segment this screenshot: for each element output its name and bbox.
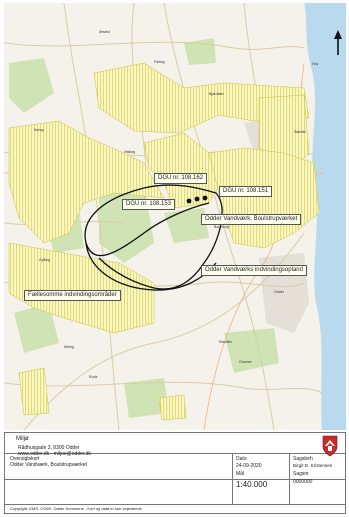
label-waterworks: Odder Vandværk, Boulstrupværket xyxy=(201,214,302,225)
caseworker-value: Birgit D. Kristensen xyxy=(293,463,333,468)
north-arrow-icon xyxy=(334,30,342,55)
well-marker-153[interactable] xyxy=(186,198,192,204)
scale-value: 1:40.000 xyxy=(236,480,268,489)
place-name: Gylling xyxy=(39,258,50,262)
sea-area xyxy=(304,3,346,430)
well-marker-151[interactable] xyxy=(202,195,208,201)
place-name: Bjørnkær xyxy=(209,92,225,96)
date-value: 24-09-2020 xyxy=(236,463,262,469)
forest-area xyxy=(124,378,169,418)
scale-label: Mål xyxy=(236,471,245,477)
hatched-area-south xyxy=(158,394,187,421)
place-name: Ørting xyxy=(64,345,74,349)
web-contact[interactable]: www.odder.dk - miljoe@odder.dk xyxy=(18,451,91,457)
place-name: Gosmer xyxy=(239,360,253,364)
catchment-outline xyxy=(84,184,223,290)
label-catchment: Odder Vandværks indvindingsopland xyxy=(201,265,307,276)
address: Rådhusgade 3, 8300 Odder xyxy=(18,445,80,451)
place-name: Saksild xyxy=(294,130,306,134)
place-names: Kørup Bjørnkær Boulstrup Gylling Odder H… xyxy=(34,30,319,379)
place-name: Falling xyxy=(154,60,165,64)
label-joint-area: Fællesomme indvindingsområder xyxy=(24,290,121,301)
place-name: Randlev xyxy=(219,340,232,344)
case-no-label: Sagsnr xyxy=(293,471,309,477)
copyright-text: Copyright: KMS, COWI, Odder Kommune - Ko… xyxy=(10,506,142,511)
hatched-area-southwest xyxy=(8,242,155,334)
place-name: Kørup xyxy=(34,128,44,132)
department: Miljø xyxy=(16,436,29,442)
date-label: Dato xyxy=(236,456,247,462)
place-name: Halling xyxy=(124,150,135,154)
caseworker-label: Sagsbeh xyxy=(293,456,313,462)
overview-value: Odder Vandværk, Boulstrupværket xyxy=(10,462,87,468)
hatched-area-south xyxy=(18,367,50,416)
place-name: Odder xyxy=(274,290,285,294)
map-area[interactable]: Kørup Bjørnkær Boulstrup Gylling Odder H… xyxy=(3,2,346,431)
overview-label: Oversigtskort xyxy=(10,456,40,462)
title-block: Miljø Rådhusgade 3, 8300 Odder www.odder… xyxy=(4,432,346,514)
well-marker-162[interactable] xyxy=(194,196,200,202)
hatched-area-west xyxy=(8,120,165,244)
odder-coat-of-arms-icon xyxy=(322,435,338,457)
forest-area xyxy=(164,208,209,243)
forest-area xyxy=(224,328,279,373)
place-name: Rude xyxy=(89,375,98,379)
case-no-value: 0000000 xyxy=(293,479,313,485)
place-name: Ørsted xyxy=(99,30,110,34)
place-name: Boulstrup xyxy=(214,225,229,229)
label-dgu-151: DGU nr. 108.151 xyxy=(219,186,273,197)
forest-area xyxy=(9,58,54,113)
label-dgu-162: DGU nr. 108.162 xyxy=(154,173,208,184)
place-name: Hov xyxy=(312,62,319,66)
label-dgu-153: DGU nr. 108.153 xyxy=(122,199,176,210)
forest-area xyxy=(14,303,59,353)
catchment-outline-lower xyxy=(85,242,217,291)
